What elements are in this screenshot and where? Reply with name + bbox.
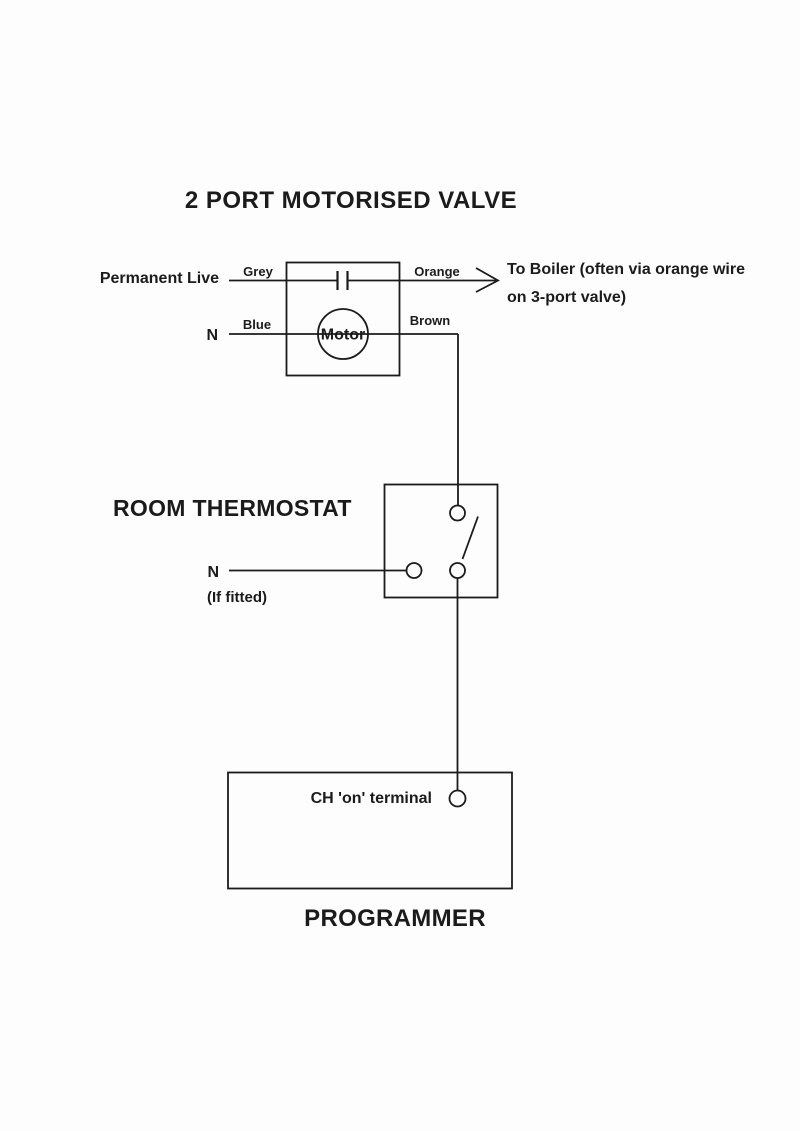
permanent-live-label: Permanent Live (100, 270, 219, 287)
switch-blade (461, 516, 479, 560)
thermostat-terminal-neutral (405, 562, 423, 579)
grey-wire-label: Grey (243, 264, 273, 279)
capacitor-icon (336, 271, 349, 290)
programmer-box (227, 771, 513, 890)
ch-on-terminal-label: CH 'on' terminal (311, 790, 432, 807)
boiler-note-line2: on 3-port valve) (507, 289, 626, 306)
orange-wire-label: Orange (414, 264, 460, 279)
thermostat-box (383, 483, 499, 599)
valve-box (285, 261, 401, 377)
thermostat-neutral-label: N (207, 564, 219, 581)
brown-wire-label: Brown (410, 313, 451, 328)
arrow-right-icon (475, 267, 500, 293)
boiler-note-line1: To Boiler (often via orange wire (507, 261, 745, 278)
if-fitted-note: (If fitted) (207, 589, 267, 606)
valve-neutral-label: N (206, 327, 218, 344)
thermostat-heading: ROOM THERMOSTAT (113, 495, 352, 521)
diagram-title: 2 PORT MOTORISED VALVE (185, 187, 517, 214)
thermostat-terminal-top (449, 504, 466, 522)
motor-circle (317, 308, 369, 360)
ch-on-terminal (448, 789, 467, 808)
programmer-heading: PROGRAMMER (304, 905, 486, 932)
thermostat-terminal-switched (449, 562, 466, 579)
motor-label: Motor (321, 327, 365, 344)
blue-wire-label: Blue (243, 317, 271, 332)
